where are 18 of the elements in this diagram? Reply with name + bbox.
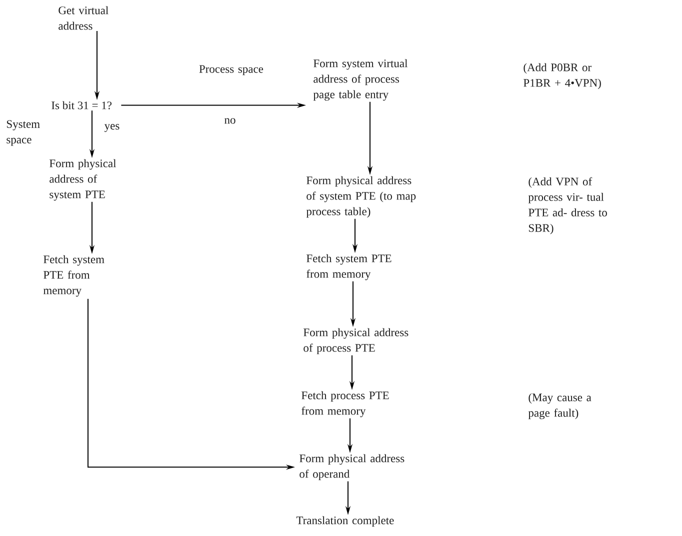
step-text: Form physical address of system PTE (to map process table)	[306, 176, 416, 218]
step-text: Fetch system PTE from memory	[43, 255, 104, 297]
step-text: Translation complete	[296, 516, 394, 527]
edge-label: no	[224, 118, 236, 124]
branch-label: Process space	[199, 65, 264, 76]
step-text: Is bit 31 = 1?	[52, 101, 112, 110]
note-text: (Add P0BR or P1BR + 4•VPN)	[524, 63, 601, 90]
step-text: Fetch process PTE from memory	[302, 391, 389, 418]
step-text: Form physical address of operand	[300, 454, 404, 480]
step-text: Form system virtual address of process page table entry	[313, 59, 408, 101]
note-text: (May cause a page fault)	[528, 393, 592, 420]
note-text: (Add VPN of process vir- tual PTE ad- dress to SBR)	[528, 177, 607, 234]
step-text: Get virtual address	[58, 6, 108, 30]
edge-label: yes	[104, 124, 120, 132]
step-text: Form physical address of process PTE	[304, 328, 408, 354]
step-text: Fetch system PTE from memory	[306, 254, 392, 280]
branch-label: System space	[6, 120, 40, 146]
step-text: Form physical address of system PTE	[50, 159, 116, 201]
